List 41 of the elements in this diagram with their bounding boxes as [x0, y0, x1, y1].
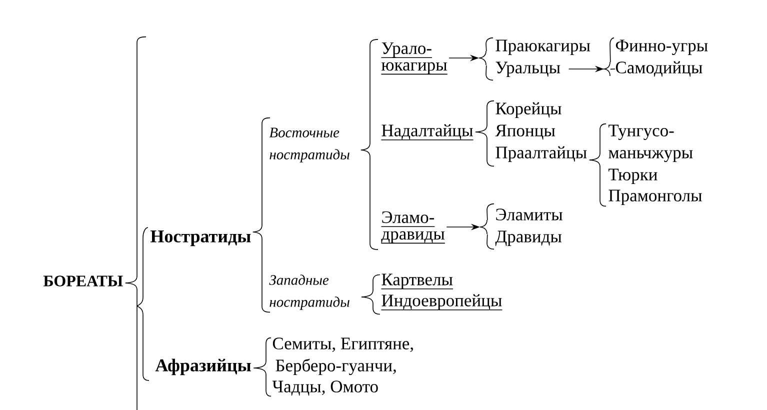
- brace-arm: [486, 234, 494, 250]
- brace-arm: [486, 37, 494, 52]
- item-label: Чадцы, Омото: [272, 380, 378, 396]
- item-label: Японцы: [495, 124, 556, 140]
- brace-tip: [478, 50, 486, 66]
- brace-arm: [610, 37, 614, 62]
- branch-label: Картвелы: [380, 274, 454, 290]
- item-label: Уральцы: [496, 62, 560, 77]
- branch-label: Индоевропейцы: [380, 294, 503, 310]
- branch-label: Надалтайцы: [380, 124, 474, 140]
- brace: [360, 39, 378, 250]
- brace-tip: [480, 220, 488, 234]
- brace-arm: [610, 68, 616, 70]
- brace-arm: [486, 203, 494, 220]
- item-label: Праалтайцы: [496, 146, 587, 162]
- brace: [588, 123, 606, 207]
- item-label: Самодийцы: [616, 61, 702, 77]
- group-label: Ностратиды: [150, 230, 251, 246]
- brace: [361, 274, 380, 315]
- item-label: Корейцы: [496, 102, 562, 118]
- branch-label: Эламо- дравиды: [380, 211, 446, 244]
- item-label: Финно-угры: [616, 40, 708, 56]
- subgroup-label: Западные ностратиды: [269, 274, 350, 310]
- branch-label: Урало- юкагиры: [380, 42, 448, 75]
- item-label: Семиты, Египтяне,: [272, 338, 413, 352]
- item-label: Дравиды: [495, 230, 562, 246]
- item-label: Эламиты: [496, 208, 562, 220]
- brace: [253, 337, 272, 397]
- item-label: Праюкагиры: [496, 40, 590, 55]
- group-label: Афразийцы: [155, 358, 251, 376]
- subgroup-label: Восточные ностратиды: [269, 128, 350, 162]
- brace: [475, 100, 494, 167]
- brace-tip: [604, 62, 610, 76]
- item-label: Тунгусо- маньчжуры: [608, 124, 693, 162]
- item-label: Берберо-гуанчи,: [276, 358, 396, 376]
- brace-arm: [486, 65, 494, 81]
- brace: [252, 117, 270, 313]
- item-label: Тюрки: [608, 168, 658, 184]
- root-label: БОРЕАТЫ: [43, 276, 123, 286]
- brace: [124, 36, 150, 410]
- item-label: Прамонголы: [608, 190, 702, 205]
